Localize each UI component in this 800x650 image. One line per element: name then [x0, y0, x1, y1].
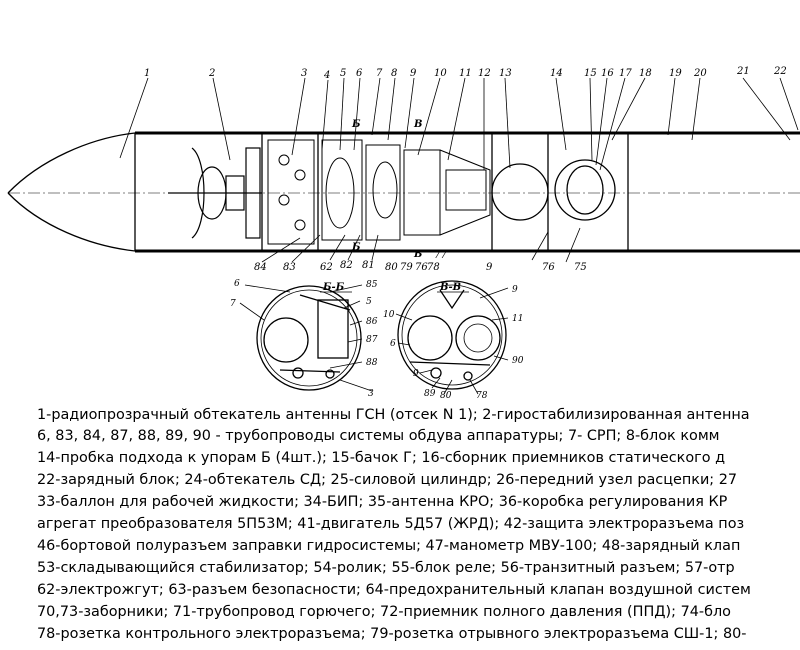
callout-label: 6 [390, 339, 396, 349]
callout-label: 8 [391, 68, 397, 79]
nose-fairing-outline [7, 132, 800, 252]
callout-label: 17 [619, 68, 632, 79]
callout-label: 7 [230, 299, 236, 309]
legend-line: 6, 83, 84, 87, 88, 89, 90 - трубопроводы… [37, 428, 720, 444]
callout-label: 89 [424, 389, 436, 399]
callout-label: 19 [669, 68, 682, 79]
callout-label: 6 [356, 68, 363, 79]
callout-label: 13 [499, 68, 512, 79]
section-vv-labels: 9 10 11 6 90 9 89 80 78 [383, 285, 524, 400]
callout-label: 90 [512, 356, 524, 366]
section-mark: Б [351, 119, 361, 130]
callout-label: 5 [340, 68, 346, 79]
section-mark: В [413, 119, 422, 130]
callout-label: 9 [512, 285, 518, 295]
section-titles: Б-Б В-В [322, 282, 461, 293]
callout-label: 75 [574, 262, 587, 273]
callout-label: 20 [693, 68, 707, 79]
legend-line: 62-электрожгут; 63-разъем безопасности; … [37, 582, 751, 598]
callout-label: 7 [376, 68, 383, 79]
callout-label: 16 [601, 68, 614, 79]
legend-line: 78-розетка контрольного электроразъема; … [37, 626, 747, 642]
callout-label: 9 [413, 369, 419, 379]
spherical-tanks [491, 159, 616, 221]
callout-label: 10 [434, 68, 447, 79]
callout-label: 84 [254, 262, 267, 273]
callout-label: 11 [512, 314, 523, 324]
callout-label: 9 [486, 262, 493, 273]
equipment-bay-shapes [267, 139, 491, 245]
callout-label: 79 [400, 262, 413, 273]
legend-line: 22-зарядный блок; 24-обтекатель СД; 25-с… [37, 472, 738, 488]
callout-label: 77 [434, 250, 447, 261]
section-markers: Б Б В В [351, 119, 422, 260]
callout-label: 5 [366, 297, 372, 307]
callout-label: 86 [366, 317, 378, 327]
legend-line: агрегат преобразователя 5П53М; 41-двигат… [37, 516, 745, 532]
callout-label: 14 [550, 68, 563, 79]
callout-label: 85 [366, 280, 378, 290]
callout-label: 11 [459, 68, 472, 79]
legend-line: 53-складывающийся стабилизатор; 54-ролик… [37, 560, 735, 576]
callout-label: 4 [323, 70, 330, 81]
callout-label: 22 [773, 66, 787, 77]
legend-line: 46-бортовой полуразъем заправки гидросис… [37, 538, 741, 554]
callout-label: 80 [440, 391, 452, 400]
legend-text: 1-радиопрозрачный обтекатель антенны ГСН… [0, 405, 800, 650]
callout-label: 83 [283, 262, 296, 273]
callout-label: 80 [385, 262, 398, 273]
section-mark: Б [351, 242, 361, 253]
gyro-antenna-shape [168, 147, 262, 239]
callout-label: 78 [427, 262, 440, 273]
legend-line: 14-пробка подхода к упорам Б (4шт.); 15-… [37, 450, 726, 466]
section-bb-drawing [256, 285, 362, 391]
legend-line: 1-радиопрозрачный обтекатель антенны ГСН… [37, 407, 750, 423]
callout-label: 1 [144, 68, 150, 79]
callout-label: 87 [366, 335, 378, 345]
callout-label: 81 [362, 260, 375, 271]
top-callout-labels: 1 2 3 4 5 6 7 8 9 10 11 12 13 14 15 16 1… [144, 66, 787, 81]
legend-line: 70,73-заборники; 71-трубопровод горючего… [37, 604, 731, 620]
callout-label: 9 [410, 68, 417, 79]
section-vv-drawing [397, 280, 507, 390]
legend-line: 33-баллон для рабочей жидкости; 34-БИП; … [37, 494, 728, 510]
callout-label: 3 [301, 68, 307, 79]
bottom-callout-labels: 84 83 62 82 81 80 79 76 78 77 9 76 75 [254, 250, 587, 273]
callout-label: 88 [366, 358, 378, 368]
callout-label: 76 [542, 262, 555, 273]
callout-label: 18 [639, 68, 652, 79]
callout-label: 2 [208, 68, 215, 79]
section-bb-labels: 6 7 85 5 86 87 88 3 [230, 279, 378, 399]
section-mark: В [413, 249, 422, 260]
section-title: Б-Б [322, 282, 345, 293]
callout-label: 78 [476, 391, 488, 400]
missile-cutaway-drawing: 1 2 3 4 5 6 7 8 9 10 11 12 13 14 15 16 1… [7, 66, 800, 400]
callout-label: 3 [368, 389, 374, 399]
callout-label: 12 [478, 68, 491, 79]
callout-label: 62 [320, 262, 333, 273]
callout-label: 21 [736, 66, 750, 77]
callout-label: 82 [340, 260, 353, 271]
callout-label: 76 [415, 262, 428, 273]
callout-label: 15 [584, 68, 597, 79]
section-title: В-В [439, 282, 461, 293]
callout-label: 6 [234, 279, 240, 289]
callout-label: 10 [383, 310, 395, 320]
